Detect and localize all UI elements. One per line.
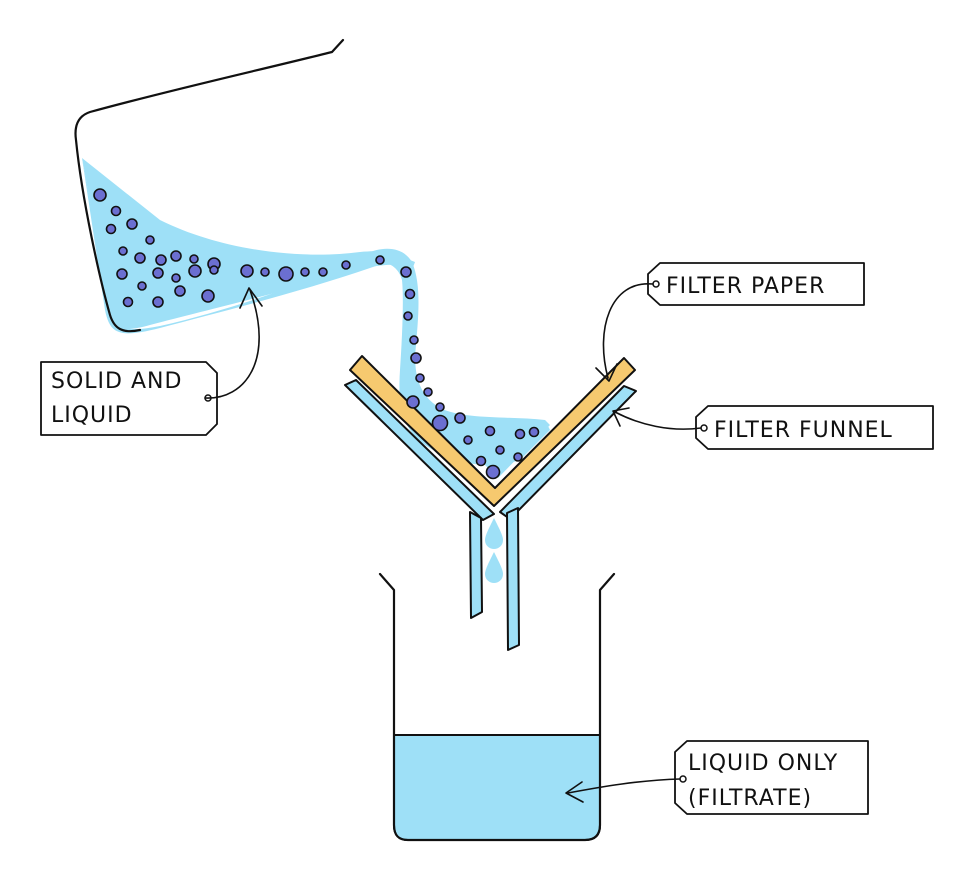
solid-particle (415, 373, 425, 383)
solid-particle (152, 296, 164, 308)
solid-particle (463, 435, 473, 445)
filtrate-drop-1 (485, 518, 503, 549)
solid-particles (93, 188, 540, 480)
solid-particle (260, 267, 270, 277)
pouring-beaker (74, 38, 415, 334)
arrowhead-filter-funnel (612, 407, 630, 427)
tag-text: FILTER FUNNEL (714, 418, 893, 443)
solid-particle (400, 266, 412, 278)
tag-text: FILTER PAPER (666, 274, 825, 299)
solid-particle (454, 412, 466, 424)
solid-particle (495, 445, 505, 455)
arrowhead-liquid-only (565, 781, 584, 803)
beaker-outline (74, 38, 345, 333)
tag-shape (674, 740, 869, 815)
tag-hole (652, 280, 660, 288)
liquid-in-funnel (404, 360, 550, 478)
tag-hole (700, 424, 708, 432)
solid-particle (122, 296, 134, 308)
solid-particle (528, 426, 540, 438)
filter-paper (349, 355, 636, 507)
tag-text-line2: LIQUID (51, 403, 133, 428)
solid-particle (126, 218, 138, 230)
solid-particle (475, 455, 487, 467)
tag-filter-funnel: FILTER FUNNEL (695, 405, 934, 450)
solid-particle (403, 311, 413, 321)
tag-text-line2: (FILTRATE) (688, 786, 812, 811)
solid-particle (105, 223, 117, 235)
filtrate-liquid (393, 734, 601, 841)
solid-particle (209, 265, 219, 275)
solid-particle (171, 273, 181, 283)
solid-particle (404, 288, 416, 300)
arrow-liquid-only (567, 778, 681, 794)
solid-particle (240, 264, 254, 278)
solid-particle (318, 267, 328, 277)
solid-particle (406, 395, 420, 409)
solid-particle (137, 281, 147, 291)
solid-particle (278, 266, 294, 282)
collecting-beaker (378, 572, 616, 842)
solid-particle (134, 252, 146, 264)
beaker-liquid-body (82, 158, 410, 329)
funnel-left-wall (344, 379, 495, 521)
solid-particle (514, 428, 526, 440)
arrow-filter-paper (602, 283, 654, 379)
solid-particle (189, 254, 199, 264)
solid-particle (300, 267, 310, 277)
solid-particle (145, 235, 155, 245)
solid-particle (155, 254, 167, 266)
tag-liquid-only: LIQUID ONLY (FILTRATE) (674, 740, 869, 815)
solid-particle (410, 352, 422, 364)
solid-particle (188, 264, 202, 278)
solid-particle (435, 402, 445, 412)
solid-particle (484, 425, 496, 437)
solid-particle (110, 205, 122, 217)
funnel-right-stem (506, 507, 520, 651)
beaker-glass (378, 572, 616, 842)
arrowhead-solid-and-liquid (239, 287, 263, 309)
arrow-solid-and-liquid (204, 289, 260, 399)
solid-particle (375, 255, 385, 265)
solid-particle (341, 260, 351, 270)
tag-shape (695, 405, 934, 450)
tag-hole (679, 775, 687, 783)
tag-shape (40, 361, 218, 436)
tag-filter-paper: FILTER PAPER (647, 262, 865, 306)
arrowhead-filter-paper (595, 363, 618, 382)
filtrate-drop-2 (485, 552, 503, 583)
solid-particle (431, 414, 449, 432)
solid-particle (174, 285, 186, 297)
funnel-left-stem (469, 511, 483, 619)
tag-text-line1: LIQUID ONLY (688, 751, 838, 776)
arrow-filter-funnel (614, 411, 702, 430)
solid-particle (513, 452, 523, 462)
tag-shape (647, 262, 865, 306)
solid-particle (409, 335, 419, 345)
solid-particle (116, 268, 128, 280)
solid-particle (93, 188, 107, 202)
solid-particle (118, 246, 128, 256)
solid-particle (423, 387, 433, 397)
solid-particle (201, 289, 215, 303)
tag-solid-and-liquid: SOLID AND LIQUID (40, 361, 218, 436)
filter-funnel (344, 379, 637, 651)
solid-particle (152, 267, 164, 279)
tag-text-line1: SOLID AND (51, 369, 182, 394)
solid-particle (170, 250, 182, 262)
solid-particle (485, 464, 501, 480)
